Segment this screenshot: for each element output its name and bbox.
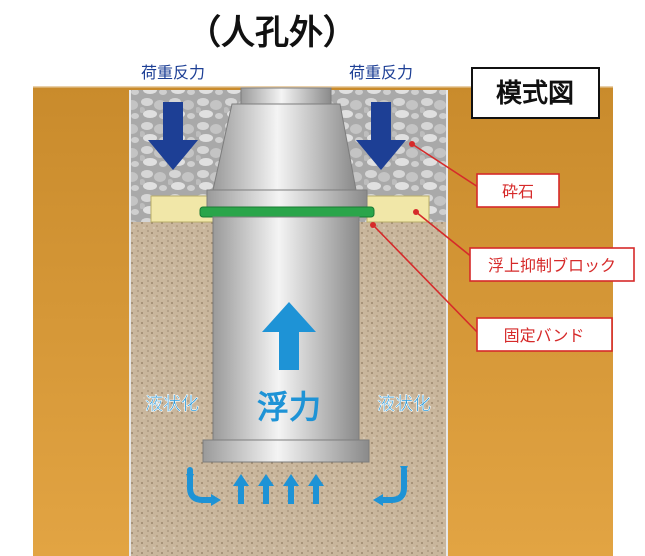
crushed-stone-label: 砕石 bbox=[502, 182, 534, 201]
buoyancy-arrow bbox=[262, 302, 316, 370]
flotation-block-label: 浮上抑制ブロック bbox=[488, 256, 616, 275]
page-title: （人孔外） bbox=[187, 13, 357, 53]
reaction-force-label-right: 荷重反力 bbox=[349, 63, 413, 82]
reaction-force-label-left: 荷重反力 bbox=[141, 63, 205, 82]
flotation-block-right bbox=[366, 195, 430, 223]
fixing-band bbox=[199, 206, 375, 218]
callout-crushed-stone bbox=[476, 173, 560, 208]
callout-flotation-block bbox=[469, 247, 635, 282]
manhole-cone bbox=[212, 103, 357, 191]
fixing-band-label: 固定バンド bbox=[504, 326, 585, 345]
bottom-flow-arrows bbox=[187, 467, 407, 503]
badge-label: 模式図 bbox=[496, 79, 574, 109]
buoyancy-label: 浮力 bbox=[257, 388, 321, 426]
liquefaction-label-left: 液状化 bbox=[145, 394, 199, 415]
down-arrow-left bbox=[148, 102, 198, 170]
callout-fixing-band bbox=[476, 317, 613, 352]
manhole-top-ring bbox=[240, 87, 332, 105]
callout-leaders bbox=[372, 143, 479, 334]
down-arrow-right bbox=[356, 102, 406, 170]
manhole-base bbox=[202, 439, 370, 463]
liquefaction-label-right: 液状化 bbox=[377, 394, 431, 415]
schematic-badge bbox=[471, 67, 600, 119]
